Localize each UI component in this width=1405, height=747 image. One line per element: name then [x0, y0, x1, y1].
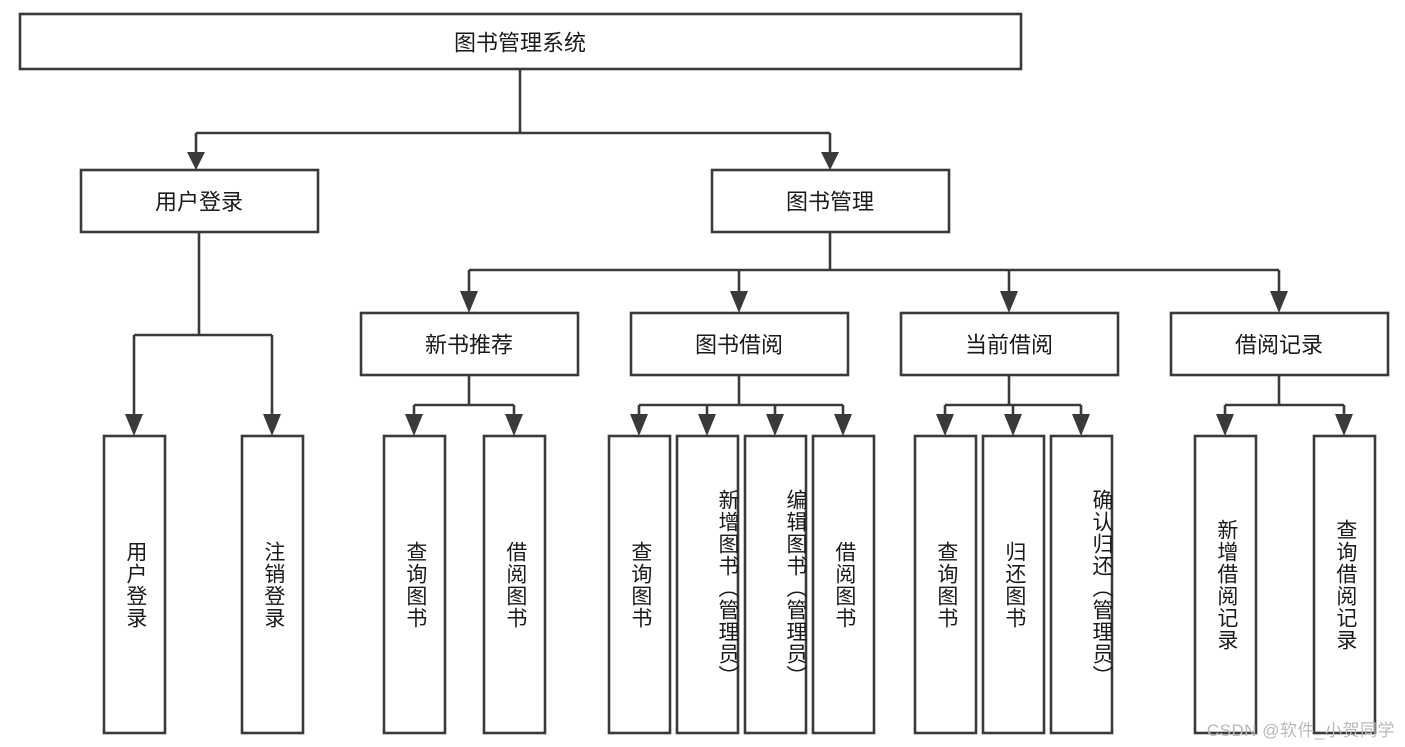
arrow-head-leaf-cb-3 — [1072, 414, 1090, 436]
arrow-head-leaf-bb-4 — [834, 414, 852, 436]
arrow-head-to-borrow-record — [1270, 291, 1288, 313]
node-root-system[interactable]: 图书管理系统 — [18, 12, 1023, 71]
leaf-box-bb-borrow-book[interactable] — [811, 434, 876, 735]
arrow-head-to-current-borrow — [1000, 291, 1018, 313]
arrow-head-to-user-login — [187, 152, 205, 170]
arrow-head-leaf-bb-1 — [630, 414, 648, 436]
connectors-group — [125, 69, 1353, 436]
leaf-box-nb-query-book[interactable] — [382, 434, 447, 735]
node-borrow-record[interactable]: 借阅记录 — [1169, 311, 1390, 377]
node-book-management[interactable]: 图书管理 — [710, 168, 951, 234]
leaf-box-nb-borrow-book[interactable] — [482, 434, 547, 735]
leaf-box-bb-add-book[interactable] — [675, 434, 740, 735]
arrow-head-to-book-borrow — [730, 291, 748, 313]
node-book-borrow[interactable]: 图书借阅 — [629, 311, 850, 377]
csdn-watermark: CSDN @软件_小贺同学 — [1206, 721, 1395, 740]
leaf-box-bb-query-book[interactable] — [607, 434, 672, 735]
node-book-management-box[interactable] — [710, 168, 951, 234]
node-user-login-label: 用户登录 — [155, 190, 243, 215]
node-root-label: 图书管理系统 — [454, 31, 586, 56]
leaf-box-cb-return-book[interactable] — [981, 434, 1046, 735]
arrow-head-to-new-book — [460, 291, 478, 313]
node-borrow-record-box[interactable] — [1169, 311, 1390, 377]
arrow-head-leaf-cb-2 — [1004, 414, 1022, 436]
leaf-box-cb-confirm-return[interactable] — [1049, 434, 1114, 735]
leaf-box-br-add-record[interactable] — [1193, 434, 1258, 735]
leaf-box-br-query-record[interactable] — [1312, 434, 1377, 735]
arrow-head-to-book-manage — [821, 152, 839, 170]
leaf-boxes-group — [102, 434, 1377, 735]
leaf-box-logout[interactable] — [240, 434, 305, 735]
node-current-borrow-label: 当前借阅 — [965, 333, 1053, 358]
leaf-box-cb-query-book[interactable] — [913, 434, 978, 735]
node-user-login-box[interactable] — [79, 168, 320, 234]
node-new-book-recommend-label: 新书推荐 — [425, 333, 513, 358]
node-borrow-record-label: 借阅记录 — [1235, 333, 1323, 358]
arrow-head-leaf-nb-2 — [505, 414, 523, 436]
arrow-head-leaf-cb-1 — [936, 414, 954, 436]
node-root-box[interactable] — [18, 12, 1023, 71]
node-user-login[interactable]: 用户登录 — [79, 168, 320, 234]
node-book-borrow-label: 图书借阅 — [695, 333, 783, 358]
arrow-head-leaf-nb-1 — [405, 414, 423, 436]
arrow-head-leaf-logout — [263, 414, 281, 436]
arrow-head-leaf-br-1 — [1216, 414, 1234, 436]
node-book-borrow-box[interactable] — [629, 311, 850, 377]
arrow-head-leaf-br-2 — [1335, 414, 1353, 436]
node-book-management-label: 图书管理 — [786, 190, 874, 215]
node-new-book-recommend-box[interactable] — [359, 311, 580, 377]
leaf-box-user-login[interactable] — [102, 434, 167, 735]
arrow-head-leaf-bb-3 — [766, 414, 784, 436]
leaf-box-bb-edit-book[interactable] — [743, 434, 808, 735]
node-current-borrow-box[interactable] — [899, 311, 1120, 377]
node-current-borrow[interactable]: 当前借阅 — [899, 311, 1120, 377]
arrow-head-leaf-bb-2 — [698, 414, 716, 436]
arrow-head-leaf-user-login — [125, 414, 143, 436]
node-new-book-recommend[interactable]: 新书推荐 — [359, 311, 580, 377]
